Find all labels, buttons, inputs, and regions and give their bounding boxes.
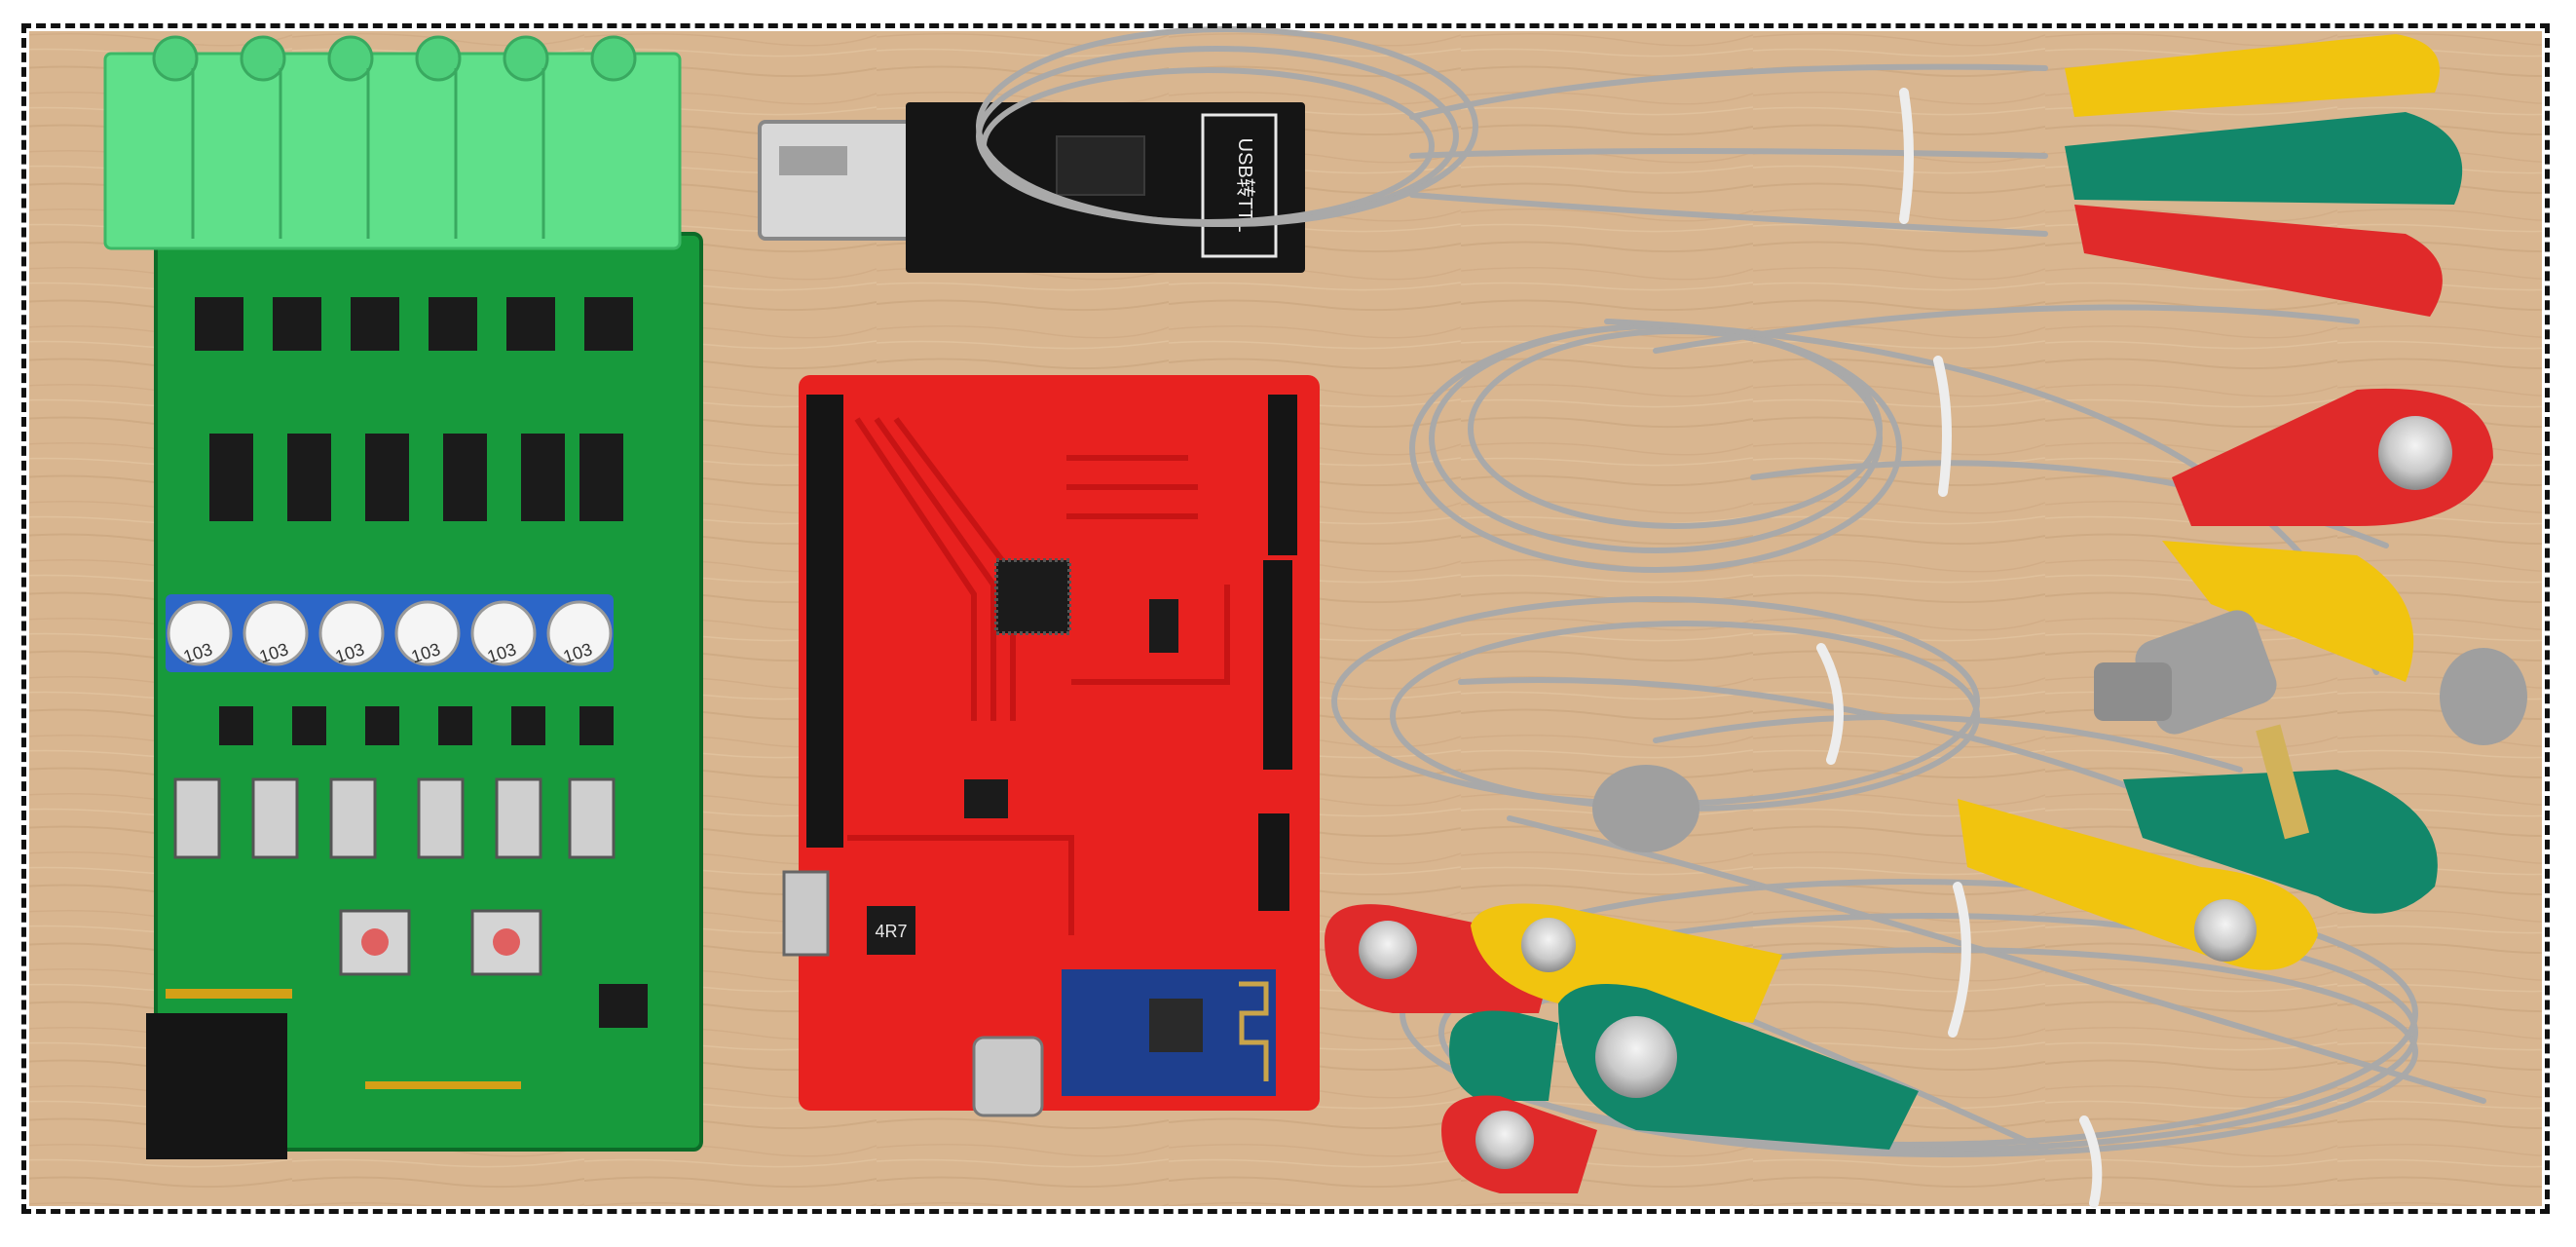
header-pins xyxy=(166,989,521,1089)
snap-lead-yellow-right xyxy=(2162,541,2414,682)
usb-c-port xyxy=(972,1036,1044,1117)
potentiometer-strip xyxy=(166,594,614,672)
amplifier-chips-row3 xyxy=(219,706,614,745)
usb-plug-tongue xyxy=(779,146,847,175)
cable-ties xyxy=(1816,88,2103,1208)
mcu-chip xyxy=(994,558,1071,635)
snap-lead-yellow-middle xyxy=(1958,799,2318,970)
regulator-u2 xyxy=(1149,599,1178,653)
pcb-traces xyxy=(847,417,1230,935)
voltage-regulator xyxy=(599,984,648,1028)
snap-lead-yellow-top xyxy=(2065,34,2440,117)
bluetooth-shield xyxy=(1149,999,1203,1052)
red-pcb xyxy=(799,375,1320,1111)
ch340-chip xyxy=(1056,135,1145,196)
audio-plug xyxy=(2094,610,2310,840)
gray-connector-left xyxy=(1592,765,1699,852)
clk-header xyxy=(1258,813,1289,911)
snap-lead-red-top xyxy=(2074,205,2443,317)
push-buttons xyxy=(339,909,542,976)
terminal-block xyxy=(103,52,682,250)
usb-board-text: USB转TTL xyxy=(1234,138,1256,233)
right-header-top xyxy=(1268,395,1297,555)
audio-jack xyxy=(146,1013,287,1159)
usb-ttl-module: USB转TTL xyxy=(758,102,1305,273)
left-header-bottom xyxy=(806,604,843,848)
inductor-code: 4R7 xyxy=(875,922,907,941)
potentiometers xyxy=(167,600,613,666)
usb-label-box xyxy=(1201,113,1278,258)
right-header-bottom xyxy=(1263,560,1292,770)
snap-lead-green-bottom xyxy=(1558,984,1919,1150)
bluetooth-antenna xyxy=(1239,981,1269,1081)
gray-connector-right xyxy=(2440,648,2527,745)
slide-switches xyxy=(173,777,616,859)
snap-lead-red-bottom xyxy=(1441,1095,1597,1193)
snap-lead-red-right xyxy=(2172,388,2493,526)
snap-lead-yellow-bottom xyxy=(1471,903,1782,1023)
amplifier-chips-row1 xyxy=(195,297,633,351)
snap-lead-green-top xyxy=(2065,112,2463,205)
red-mcu-board: 4R7 xyxy=(782,375,1320,1117)
terminal-screws xyxy=(152,35,637,82)
left-header-top xyxy=(806,395,843,604)
snap-lead-green-bottom-left xyxy=(1449,1010,1558,1101)
amplifier-chips-row2 xyxy=(209,434,623,521)
regulator-u5 xyxy=(964,779,1008,818)
inductor xyxy=(867,906,915,955)
power-switch xyxy=(782,870,830,957)
terminal-dividers xyxy=(191,68,545,239)
green-amplifier-board: 103 103 103 103 103 103 xyxy=(103,35,703,1159)
snap-lead-green-right xyxy=(2123,770,2438,914)
